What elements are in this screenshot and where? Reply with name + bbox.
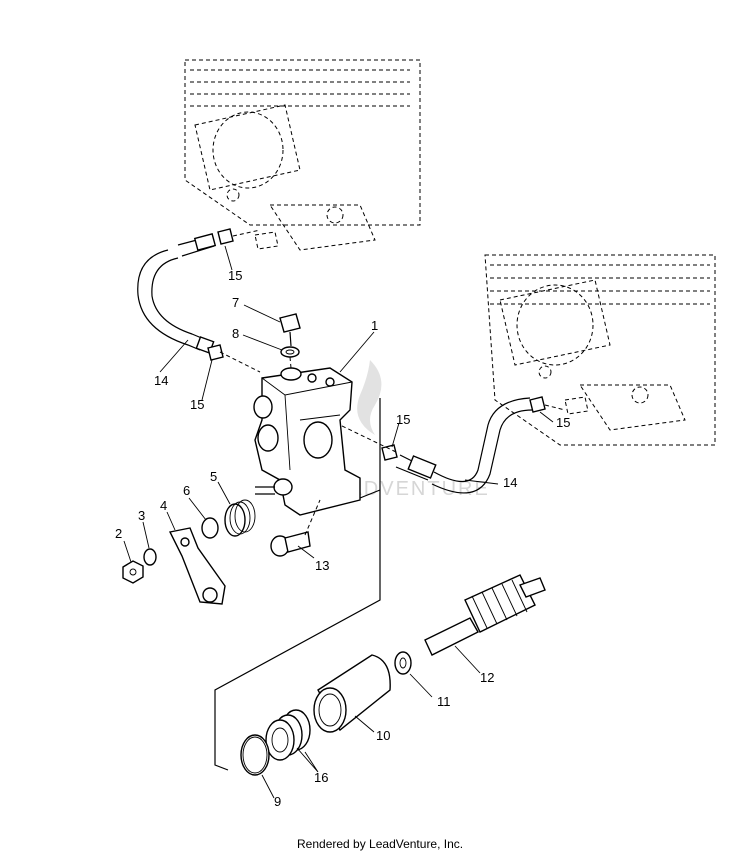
right-engine-cylinder [484, 254, 716, 446]
callout-2: 2 [115, 526, 122, 541]
drive-gear-shaft [424, 574, 546, 656]
callout-9: 9 [274, 794, 281, 809]
o-ring [240, 734, 270, 776]
callout-1: 1 [371, 318, 378, 333]
callout-15-top: 15 [228, 268, 242, 283]
mounting-screw [270, 499, 321, 557]
callout-6: 6 [183, 483, 190, 498]
callout-15-center: 15 [396, 412, 410, 427]
callout-11: 11 [437, 694, 451, 709]
hose-clamp [207, 228, 566, 461]
callout-4: 4 [160, 498, 167, 513]
banjo-bolt [279, 313, 301, 369]
watermark: LEADVENTURE [320, 360, 490, 500]
callout-8: 8 [232, 326, 239, 341]
callout-10: 10 [376, 728, 390, 743]
callout-5: 5 [210, 469, 217, 484]
watermark-text: LEADVENTURE [320, 478, 490, 500]
footer-credit: Rendered by LeadVenture, Inc. [297, 837, 463, 851]
callout-15-right: 15 [556, 415, 570, 430]
callout-14-right: 14 [503, 475, 517, 490]
callout-13: 13 [315, 558, 329, 573]
drive-assembly-bracket [214, 398, 381, 771]
left-oil-hose [137, 233, 217, 354]
upper-engine-cylinder [184, 59, 421, 251]
callout-15-middle-left: 15 [190, 397, 204, 412]
callout-12: 12 [480, 670, 494, 685]
callout-16: 16 [314, 770, 328, 785]
right-oil-hose [395, 397, 533, 494]
callout-3: 3 [138, 508, 145, 523]
thrust-washer [394, 651, 412, 675]
drive-sleeve [313, 654, 391, 733]
callout-7: 7 [232, 295, 239, 310]
leader-lines [123, 245, 554, 799]
oil-pump-body [253, 367, 361, 516]
bushing [265, 709, 311, 761]
control-lever-assembly [122, 499, 256, 605]
callout-labels: 1 2 3 4 5 6 7 8 9 10 11 12 13 14 14 15 1… [115, 268, 570, 809]
callout-14-left: 14 [154, 373, 168, 388]
